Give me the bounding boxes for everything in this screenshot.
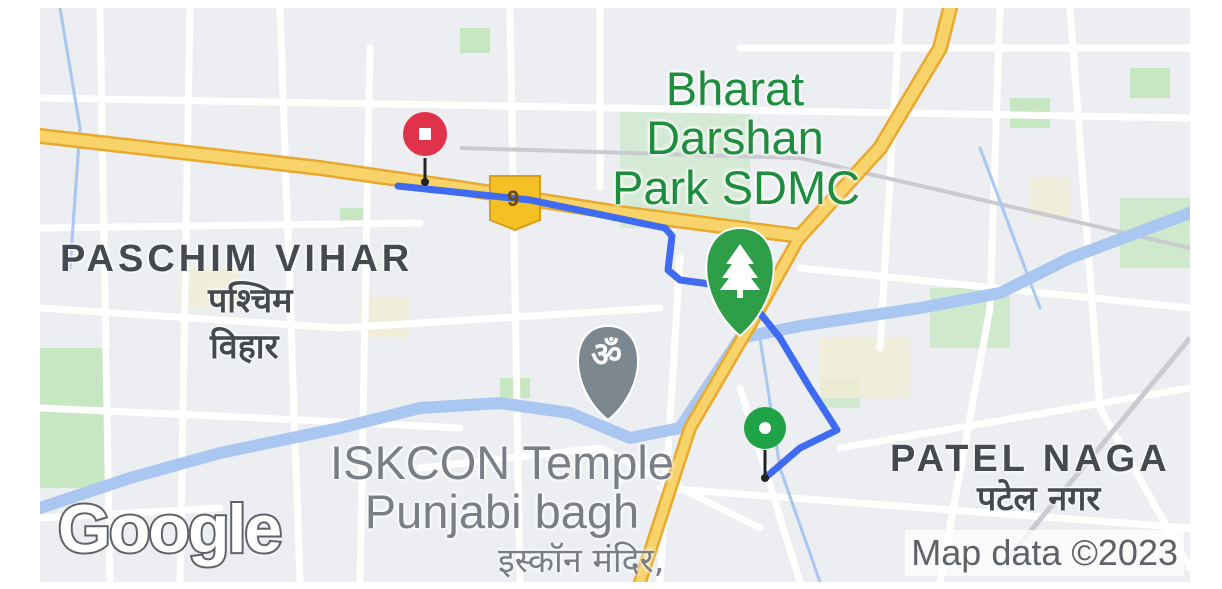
highway-shield-number: 9: [507, 186, 520, 211]
poi-label-park-line3: Park SDMC: [612, 160, 861, 214]
destination-marker[interactable]: [403, 112, 447, 182]
poi-label-park-line1: Bharat: [665, 62, 805, 115]
area-label-paschim-vihar-hi-1: पश्चिम: [208, 281, 293, 321]
poi-label-temple-hi: इस्कॉन मंदिर,: [498, 541, 665, 581]
temple-pin[interactable]: [577, 324, 639, 422]
tree-icon: [720, 244, 760, 298]
area-label-paschim-vihar: PASCHIM VIHAR: [60, 238, 414, 280]
google-logo: Google: [56, 489, 284, 569]
poi-label-park[interactable]: Bharat Darshan Park SDMC: [612, 62, 861, 214]
map-canvas[interactable]: 9 ॐ PASCHIM VIHAR पश्चिम विहार PATEL NAG…: [40, 8, 1190, 582]
map-attribution[interactable]: Map data ©2023: [905, 530, 1184, 576]
om-icon: ॐ: [591, 335, 623, 375]
area-label-paschim-vihar-hi-2: विहार: [210, 327, 279, 367]
poi-label-temple-line2: Punjabi bagh: [364, 485, 640, 539]
map-base: [40, 8, 1190, 582]
highway-shield: [489, 175, 541, 232]
area-label-patel-nagar-hi: पटेल नगर: [977, 479, 1101, 519]
area-label-patel-nagar: PATEL NAGA: [890, 438, 1171, 480]
rail-line: [459, 146, 1190, 250]
poi-label-park-line2: Darshan: [646, 111, 824, 165]
rail-line-2: [998, 336, 1190, 570]
poi-label-temple[interactable]: ISKCON Temple Punjabi bagh: [302, 438, 702, 537]
origin-marker[interactable]: [744, 407, 786, 478]
poi-label-temple-line1: ISKCON Temple: [330, 436, 674, 489]
major-roads: [40, 8, 956, 582]
